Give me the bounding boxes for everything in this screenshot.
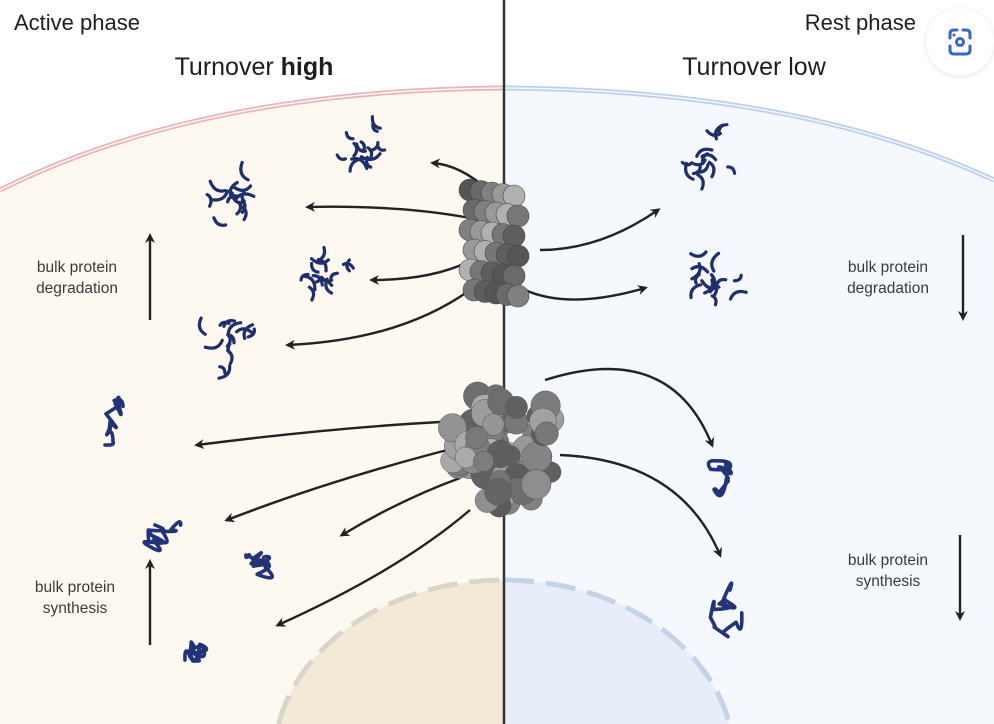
ribosome bbox=[438, 381, 565, 518]
cell-right bbox=[504, 88, 994, 724]
right-phase-title: Rest phase bbox=[805, 10, 916, 35]
degraded-protein-fragments bbox=[197, 316, 256, 380]
degraded-protein-fragments bbox=[689, 250, 748, 307]
degraded-protein-fragments bbox=[299, 245, 355, 302]
degraded-protein-fragments bbox=[335, 115, 387, 173]
folded-protein bbox=[103, 395, 125, 447]
visual-search-button[interactable] bbox=[926, 8, 994, 76]
right-turnover-title: Turnover low bbox=[682, 53, 827, 81]
proteasome bbox=[458, 178, 530, 308]
left-turnover-title: Turnover high bbox=[175, 53, 334, 81]
left-phase-title: Active phase bbox=[14, 10, 140, 35]
svg-text:bulk protein: bulk protein bbox=[848, 259, 928, 276]
left-degradation-label: bulk protein degradation bbox=[36, 259, 118, 297]
synthesis-arrows bbox=[194, 367, 722, 627]
degraded-protein-fragments bbox=[680, 123, 737, 191]
right-degradation-label: bulk protein degradation bbox=[847, 259, 929, 297]
svg-text:bulk protein: bulk protein bbox=[35, 579, 115, 596]
folded-protein bbox=[142, 520, 183, 553]
left-synthesis-label: bulk protein synthesis bbox=[35, 579, 115, 617]
svg-text:degradation: degradation bbox=[847, 280, 929, 297]
cell-left bbox=[0, 88, 504, 724]
svg-text:bulk protein: bulk protein bbox=[37, 259, 117, 276]
svg-text:synthesis: synthesis bbox=[43, 600, 108, 617]
nucleus bbox=[276, 577, 732, 724]
folded-protein bbox=[708, 581, 744, 639]
folded-protein bbox=[706, 458, 733, 498]
degraded-protein-fragments bbox=[205, 160, 256, 227]
visual-search-icon bbox=[948, 28, 972, 56]
right-synthesis-label: bulk protein synthesis bbox=[848, 552, 928, 590]
svg-text:degradation: degradation bbox=[36, 280, 118, 297]
svg-text:synthesis: synthesis bbox=[856, 573, 921, 590]
folded-protein bbox=[183, 640, 209, 663]
svg-text:bulk protein: bulk protein bbox=[848, 552, 928, 569]
folded-protein bbox=[244, 551, 275, 580]
